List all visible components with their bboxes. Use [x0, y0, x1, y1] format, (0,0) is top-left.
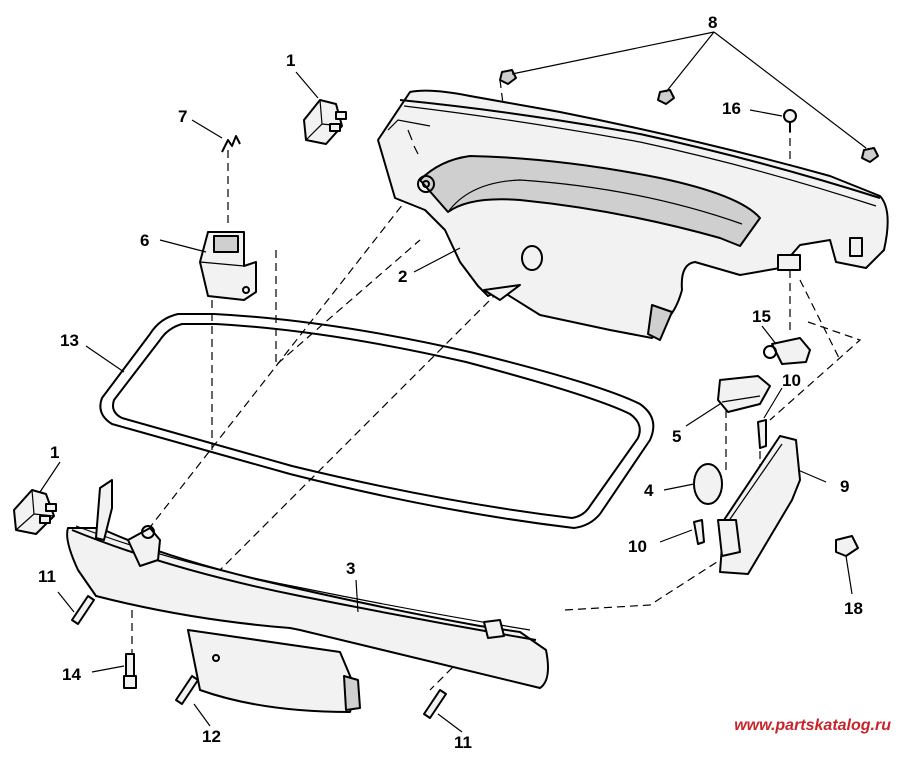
callout-14: 14 — [62, 665, 81, 684]
callout-2: 2 — [398, 267, 407, 286]
latch-upper — [303, 99, 347, 145]
clip-part — [221, 135, 241, 153]
callout-3: 3 — [346, 559, 355, 578]
upper-cowl — [377, 89, 889, 341]
bracket-part — [199, 231, 257, 301]
cowl-seal — [99, 313, 655, 529]
callout-11-bottom: 11 — [454, 733, 472, 752]
watermark: www.partskatalog.ru — [734, 717, 891, 734]
callout-10-upper: 10 — [782, 371, 801, 390]
callout-10-lower: 10 — [628, 537, 647, 556]
callout-11-left: 11 — [38, 567, 56, 586]
fasteners — [71, 69, 879, 719]
latch-lower — [13, 489, 57, 535]
callout-5: 5 — [672, 427, 681, 446]
callout-12: 12 — [202, 727, 221, 746]
callout-18: 18 — [844, 599, 863, 618]
callout-7: 7 — [178, 107, 187, 126]
callout-15: 15 — [752, 307, 771, 326]
callout-4: 4 — [644, 481, 654, 500]
callout-1-lower: 1 — [50, 443, 59, 462]
callout-9: 9 — [840, 477, 849, 496]
callout-labels: 1 1 2 3 4 5 6 7 8 9 10 10 11 11 12 13 14… — [38, 13, 863, 752]
callout-13: 13 — [60, 331, 79, 350]
lower-cowl — [66, 479, 549, 713]
callout-8: 8 — [708, 13, 717, 32]
callout-6: 6 — [140, 231, 149, 250]
leader-lines — [39, 31, 867, 733]
callout-16: 16 — [722, 99, 741, 118]
callout-1-upper: 1 — [286, 51, 295, 70]
